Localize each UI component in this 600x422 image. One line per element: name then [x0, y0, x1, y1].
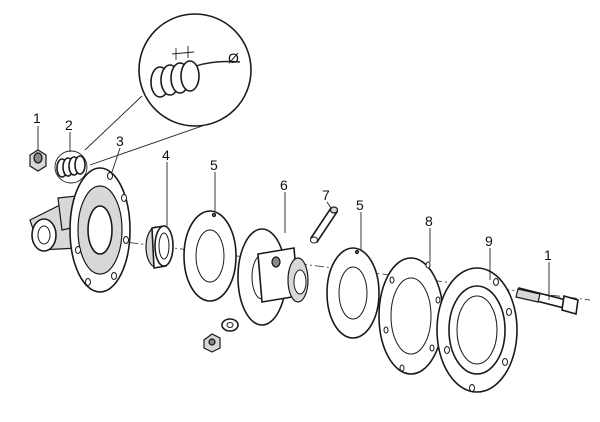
- nut-and-washer: [203, 318, 239, 353]
- callout-4-bushing: 4: [162, 147, 170, 163]
- diameter-symbol: Ø: [228, 50, 239, 66]
- callout-5-disc: 5: [210, 157, 218, 173]
- callout-7-pin: 7: [322, 187, 330, 203]
- nut-left: [29, 149, 47, 172]
- callout-1-nut: 1: [33, 110, 41, 126]
- friction-disc-2: [326, 247, 380, 339]
- callout-6-hub: 6: [280, 177, 288, 193]
- friction-disc-1: [183, 210, 237, 302]
- callout-3-yoke-flange: 3: [116, 133, 124, 149]
- spring-detail-view: Ø: [84, 13, 252, 166]
- callout-2-spring: 2: [65, 117, 73, 133]
- spring: [54, 150, 88, 184]
- callout-8-ring-plate: 8: [425, 213, 433, 229]
- callout-1-bolt: 1: [544, 247, 552, 263]
- callout-5-disc-second: 5: [356, 197, 364, 213]
- ring-plate: [378, 257, 444, 375]
- callout-9-cover-plate: 9: [485, 233, 493, 249]
- bushing: [145, 225, 174, 269]
- yoke-flange: [29, 167, 131, 293]
- hub-flange: [237, 228, 309, 326]
- roll-pin: [309, 206, 339, 244]
- bolt-right: [515, 287, 579, 316]
- assembly-axis: [44, 231, 591, 301]
- leader-lines: [37, 126, 550, 300]
- spring-coil-detail: [150, 60, 241, 98]
- cover-plate: [436, 267, 518, 393]
